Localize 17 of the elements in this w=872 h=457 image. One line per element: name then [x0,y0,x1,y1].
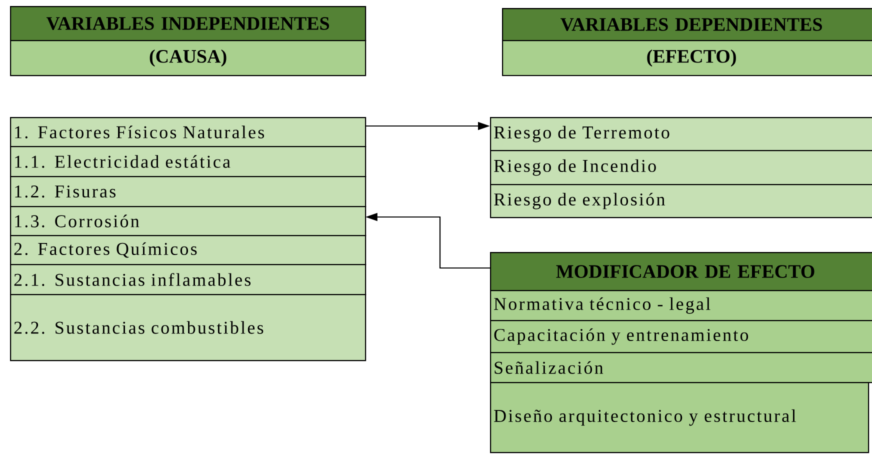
header-cell: VARIABLES INDEPENDIENTES [10,6,366,42]
table-cell: 1.1. Electricidad estática [10,146,366,178]
table-cell: 1. Factores Físicos Naturales [10,117,366,148]
table-cell: Riesgo de Terremoto [490,117,872,152]
table-cell: Señalización [490,352,872,384]
table-cell: Capacitación y entrenamiento [490,320,872,354]
table-cell: 2. Factores Químicos [10,235,366,266]
table-cell: Normativa técnico - legal [490,290,872,322]
header-cell: VARIABLES DEPENDIENTES [502,8,872,42]
header-cell: (CAUSA) [10,40,366,76]
header-cell: (EFECTO) [502,40,872,76]
table-cell: 2.1. Sustancias inflamables [10,264,366,296]
header-cell: MODIFICADOR DE EFECTO [490,252,872,292]
table-cell: Riesgo de Incendio [490,150,872,186]
table-cell: Riesgo de explosión [490,184,872,218]
table-cell: 1.2. Fisuras [10,176,366,208]
table-cell: 1.3. Corrosión [10,206,366,236]
